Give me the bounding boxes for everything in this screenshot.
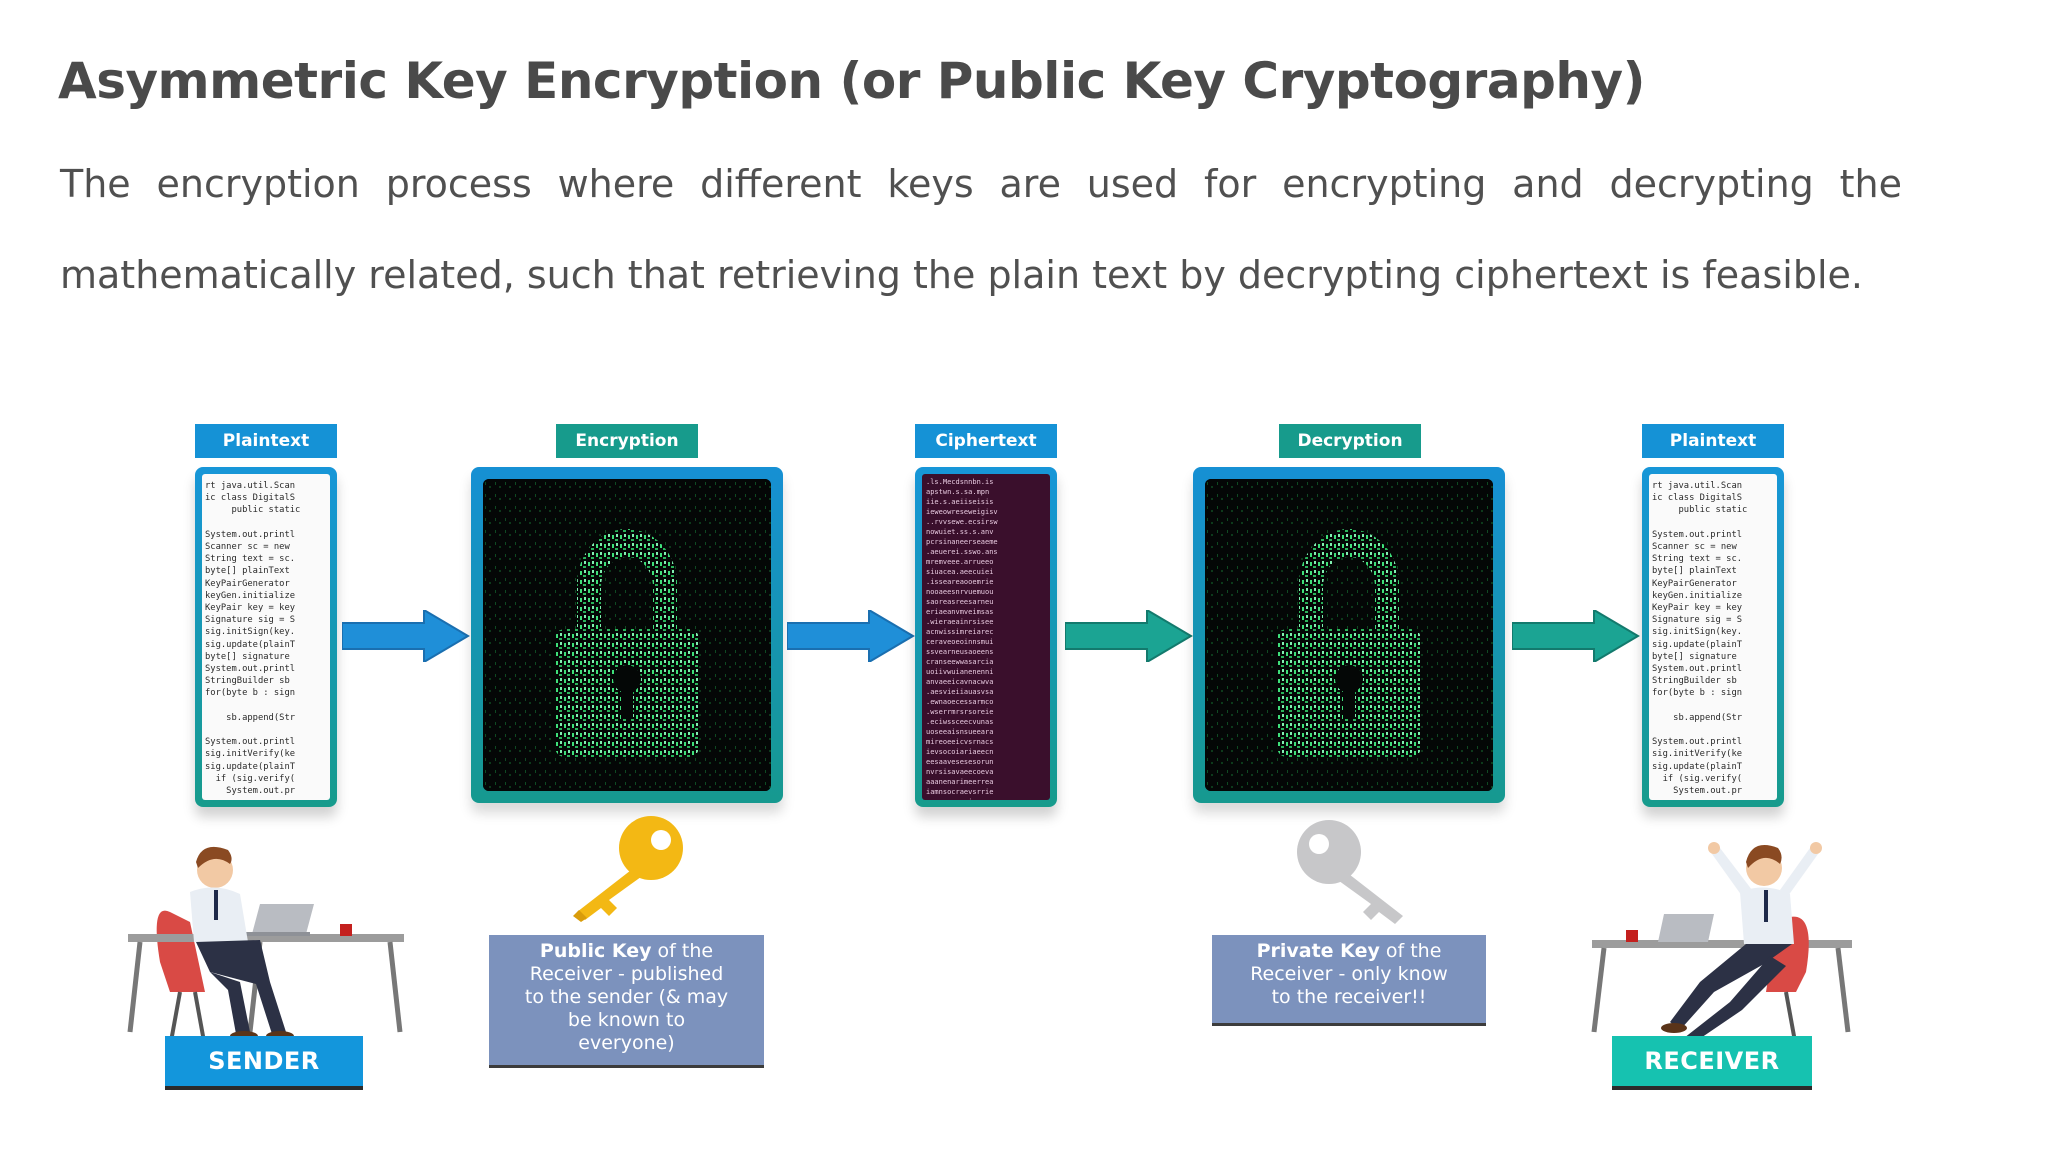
public-key-caption: Public Key of the Receiver - published t… xyxy=(489,935,764,1065)
private-key-line1: of the xyxy=(1379,940,1442,962)
gold-key-icon xyxy=(573,816,683,922)
public-key-line2: Receiver - published xyxy=(529,963,724,985)
padlock-icon xyxy=(1205,479,1493,791)
arrow-right-icon xyxy=(1065,610,1193,662)
public-key-line4: be known to xyxy=(567,1009,686,1031)
arrow-right-icon xyxy=(342,610,470,662)
public-key-bold: Public Key xyxy=(539,940,652,962)
silver-key-icon xyxy=(1297,820,1403,924)
private-key-caption: Private Key of the Receiver - only know … xyxy=(1212,935,1486,1023)
padlock-icon xyxy=(483,479,771,791)
decryption-panel xyxy=(1193,467,1505,803)
description-line-2: mathematically related, such that retrie… xyxy=(60,253,1863,297)
private-key-line2: Receiver - only know xyxy=(1250,963,1448,985)
receiver-illustration xyxy=(1591,842,1852,1048)
public-key-line3: to the sender (& may xyxy=(524,986,729,1008)
ciphertext-document: .ls.Mecdsnnbn.is apstwn.s.sa.mpn iie.s.a… xyxy=(915,467,1057,807)
stage-label-plaintext-output: Plaintext xyxy=(1642,424,1784,458)
receiver-label: RECEIVER xyxy=(1612,1036,1812,1086)
sender-label: SENDER xyxy=(165,1036,363,1086)
encryption-panel xyxy=(471,467,783,803)
stage-label-ciphertext: Ciphertext xyxy=(915,424,1057,458)
private-key-line3: to the receiver!! xyxy=(1271,986,1427,1008)
stage-label-encryption: Encryption xyxy=(556,424,698,458)
arrow-right-icon xyxy=(1512,610,1640,662)
sender-illustration xyxy=(127,846,404,1048)
public-key-line5: everyone) xyxy=(578,1032,675,1054)
stage-label-plaintext-input: Plaintext xyxy=(195,424,337,458)
private-key-bold: Private Key xyxy=(1256,940,1380,962)
slide-title: Asymmetric Key Encryption (or Public Key… xyxy=(58,52,1645,110)
description-line-1: The encryption process where different k… xyxy=(60,162,1902,206)
stage-label-decryption: Decryption xyxy=(1279,424,1421,458)
arrow-right-icon xyxy=(787,610,915,662)
plaintext-document-output: rt java.util.Scan ic class DigitalS publ… xyxy=(1642,467,1784,807)
plaintext-document-input: rt java.util.Scan ic class DigitalS publ… xyxy=(195,467,337,807)
public-key-line1: of the xyxy=(651,940,714,962)
